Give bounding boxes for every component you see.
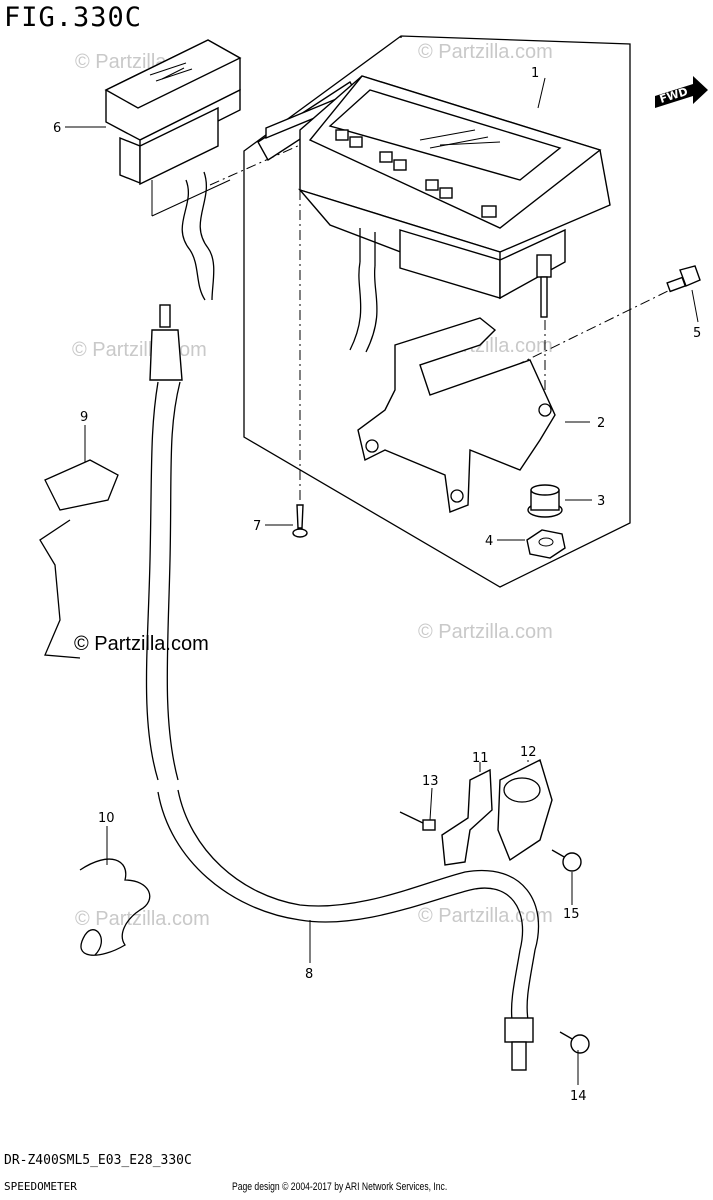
callout-11: 11: [472, 751, 489, 766]
speedometer-cable: [145, 304, 540, 1071]
cable-guide: [39, 459, 119, 659]
figure-name: SPEEDOMETER: [4, 1180, 77, 1193]
bolt: [666, 265, 701, 293]
watermark: © Partzilla.com: [72, 339, 207, 361]
meter-cover: [104, 39, 242, 301]
callout-3: 3: [597, 494, 605, 509]
callout-8: 8: [305, 967, 313, 982]
sensor-bracket: [441, 768, 493, 866]
figure-title: FIG.330C: [4, 2, 143, 33]
fwd-label: FWD: [658, 85, 689, 106]
callout-13: 13: [422, 774, 439, 789]
watermark-dark: © Partzilla.com: [74, 633, 209, 655]
sensor-clamp: [497, 759, 553, 862]
watermark: © Partzilla.com: [418, 621, 553, 643]
meter-bracket: [357, 317, 556, 513]
callout-1: 1: [531, 66, 539, 81]
callout-14: 14: [570, 1089, 587, 1104]
rubber-cushion: [527, 484, 563, 518]
rivet: [399, 811, 436, 831]
fwd-arrow-icon: FWD: [655, 76, 708, 108]
meter-assembly: [257, 75, 611, 353]
callout-10: 10: [98, 811, 115, 826]
screw: [292, 504, 308, 538]
callout-4: 4: [485, 534, 493, 549]
nut: [526, 529, 566, 559]
figure-code: DR-Z400SML5_E03_E28_330C: [4, 1153, 192, 1168]
callout-6: 6: [53, 121, 61, 136]
callout-7: 7: [253, 519, 261, 534]
callout-15: 15: [563, 907, 580, 922]
screw-upper: [551, 849, 582, 872]
callout-2: 2: [597, 416, 605, 431]
cable-clamp: [79, 858, 151, 956]
watermark: © Partzilla.com: [75, 908, 210, 930]
watermark: © Partzilla.com: [418, 41, 553, 63]
copyright-notice: Page design © 2004-2017 by ARI Network S…: [232, 1181, 448, 1193]
callout-5: 5: [693, 326, 701, 341]
callout-9: 9: [80, 410, 88, 425]
callout-12: 12: [520, 745, 537, 760]
screw-lower: [559, 1031, 590, 1054]
watermark: © Partzilla.com: [418, 905, 553, 927]
